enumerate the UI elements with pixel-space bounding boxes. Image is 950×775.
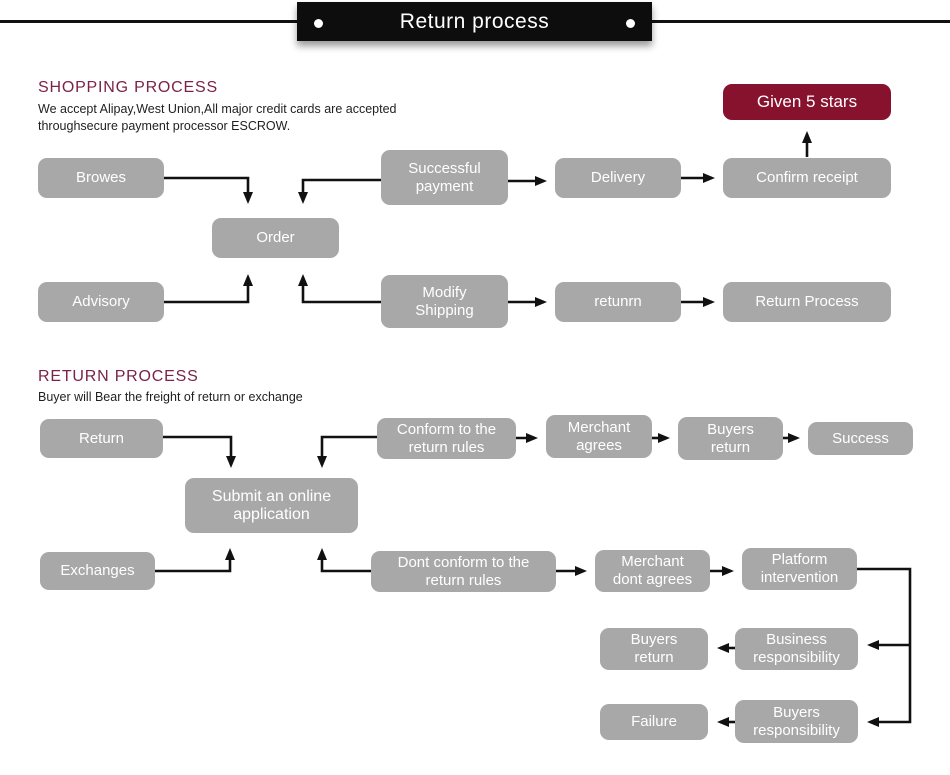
node-advisory: Advisory <box>38 282 164 322</box>
node-platform-intervention: Platform intervention <box>742 548 857 590</box>
node-retunrn: retunrn <box>555 282 681 322</box>
node-given-5-stars: Given 5 stars <box>723 84 891 120</box>
node-success: Success <box>808 422 913 455</box>
node-buyers-return-top: Buyers return <box>678 417 783 460</box>
banner: Return process <box>297 2 652 41</box>
node-submit-application: Submit an online application <box>185 478 358 533</box>
shopping-process-subtext: We accept Alipay,West Union,All major cr… <box>38 102 397 133</box>
node-order: Order <box>212 218 339 258</box>
header-rule-left <box>0 20 297 23</box>
node-merchant-agrees: Merchant agrees <box>546 415 652 458</box>
return-process-heading: RETURN PROCESS <box>38 368 199 385</box>
node-browes: Browes <box>38 158 164 198</box>
node-failure: Failure <box>600 704 708 740</box>
node-buyers-responsibility: Buyers responsibility <box>735 700 858 743</box>
return-process-subtext: Buyer will Bear the freight of return or… <box>38 390 303 404</box>
header-rule-right <box>652 20 950 23</box>
shopping-process-heading: SHOPPING PROCESS <box>38 79 218 96</box>
node-delivery: Delivery <box>555 158 681 198</box>
node-dont-conform-rules: Dont conform to the return rules <box>371 551 556 592</box>
banner-dot-right-icon <box>626 19 635 28</box>
node-conform-rules: Conform to the return rules <box>377 418 516 459</box>
banner-title: Return process <box>399 9 550 33</box>
node-exchanges: Exchanges <box>40 552 155 590</box>
node-return-process: Return Process <box>723 282 891 322</box>
node-confirm-receipt: Confirm receipt <box>723 158 891 198</box>
node-modify-shipping: Modify Shipping <box>381 275 508 328</box>
node-merchant-dont-agrees: Merchant dont agrees <box>595 550 710 592</box>
node-return: Return <box>40 419 163 458</box>
node-business-responsibility: Business responsibility <box>735 628 858 670</box>
node-buyers-return-bottom: Buyers return <box>600 628 708 670</box>
banner-dot-left-icon <box>314 19 323 28</box>
node-successful-payment: Successful payment <box>381 150 508 205</box>
